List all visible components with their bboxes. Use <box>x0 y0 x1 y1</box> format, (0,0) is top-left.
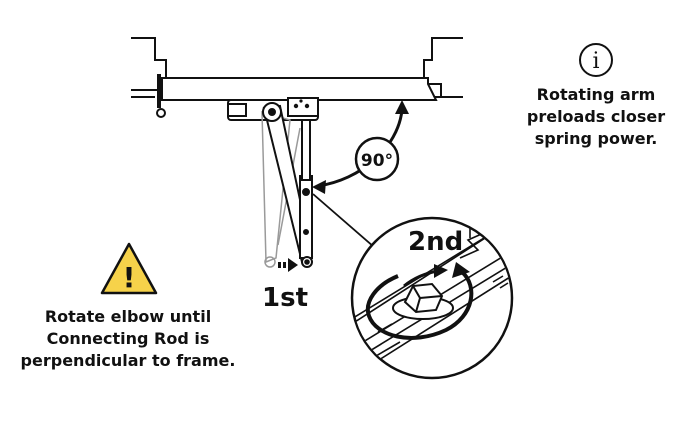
warning-caption-line: Rotate elbow until <box>44 307 212 326</box>
detail-magnifier <box>350 216 514 380</box>
step-2-arrow <box>403 264 448 288</box>
warning-caption: Rotate elbow until Connecting Rod is per… <box>20 306 236 372</box>
rotation-arrow-head-bottom <box>312 180 326 194</box>
angle-label: 90° <box>361 151 393 171</box>
rotation-ring-arrow-head <box>452 262 470 278</box>
hex-nut <box>392 282 454 320</box>
angle-badge <box>354 136 400 182</box>
main-arm <box>262 102 314 268</box>
warning-caption-line: Connecting Rod is <box>46 329 210 348</box>
step-1-label: 1st <box>262 283 308 313</box>
step-1-arrow <box>278 258 298 272</box>
svg-text:i: i <box>592 49 599 74</box>
info-caption-line: Rotating arm <box>536 85 656 104</box>
door-hinge <box>156 74 166 118</box>
info-caption-line: spring power. <box>534 129 658 148</box>
detail-leader-line <box>312 193 383 255</box>
info-caption: Rotating arm preloads closer spring powe… <box>516 84 676 150</box>
door-frame <box>131 37 463 101</box>
step-2-label: 2nd <box>408 227 463 257</box>
info-icon: i <box>579 43 613 77</box>
svg-text:!: ! <box>123 261 136 294</box>
warning-caption-line: perpendicular to frame. <box>20 351 236 370</box>
warning-icon: ! <box>100 242 158 295</box>
rotation-ring <box>365 270 474 340</box>
rotation-arrow-head-top <box>395 100 409 114</box>
info-caption-line: preloads closer <box>526 107 666 126</box>
